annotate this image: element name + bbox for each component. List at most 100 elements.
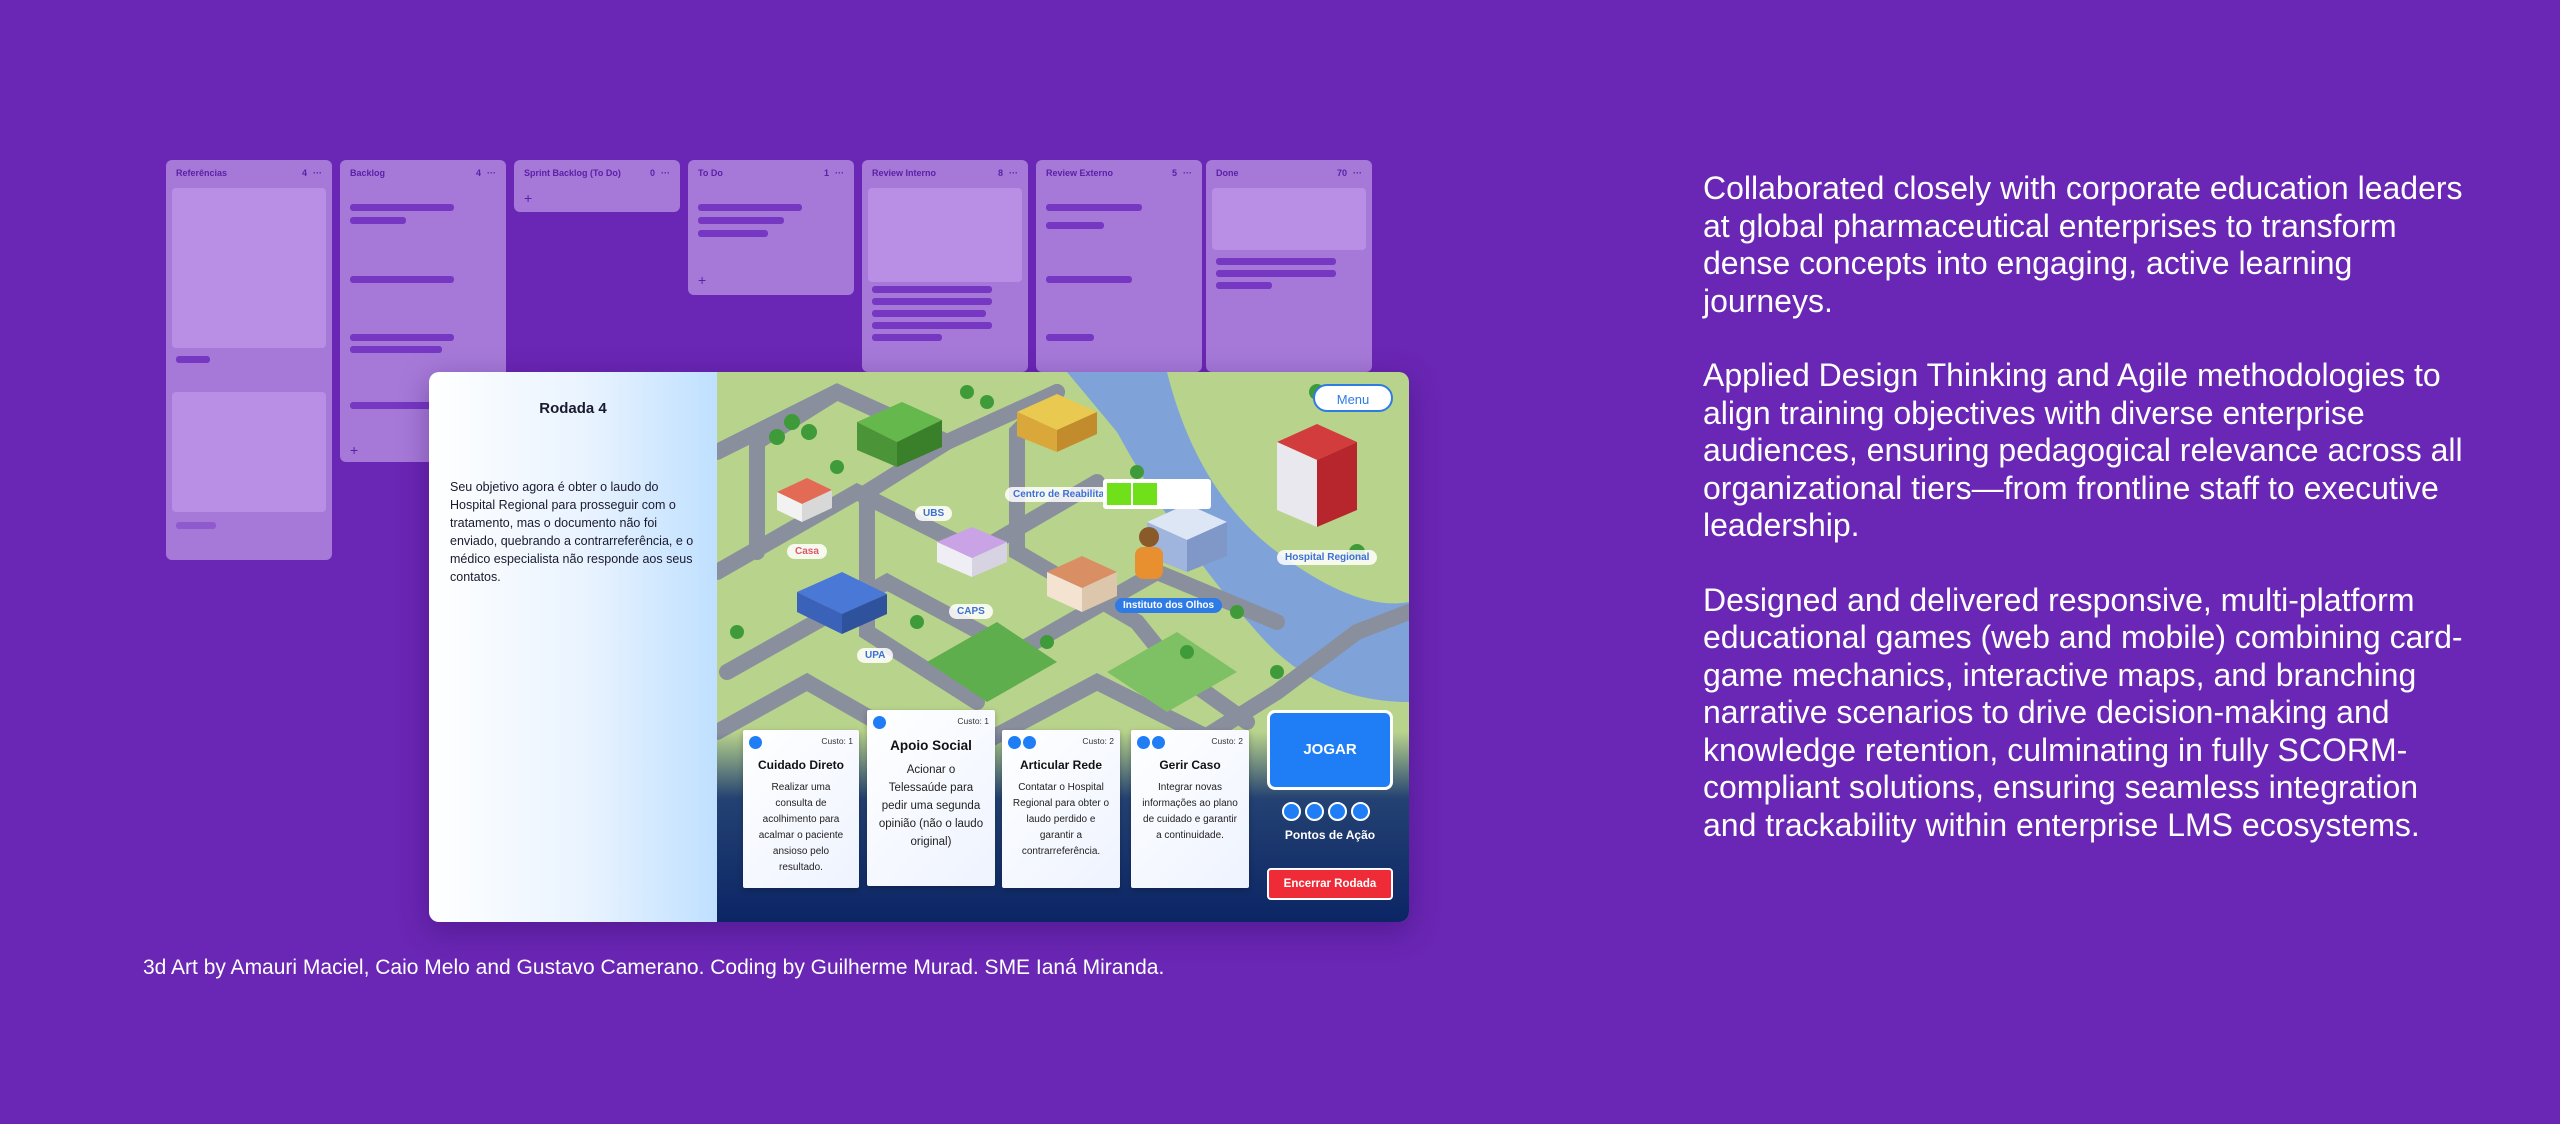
action-card-apoio-social[interactable]: Custo: 1 Apoio Social Acionar o Telessaú… — [867, 710, 995, 886]
kanban-column-review-interno: Review Interno 8··· — [862, 160, 1028, 372]
kanban-bar — [350, 402, 454, 409]
kanban-bar — [872, 298, 992, 305]
kanban-bar — [872, 310, 986, 317]
action-point-icon — [1282, 802, 1301, 821]
column-count: 4 — [475, 168, 481, 178]
kanban-column-todo: To Do 1 ··· + — [688, 160, 854, 295]
more-icon[interactable]: ··· — [1353, 168, 1362, 178]
credits-caption: 3d Art by Amauri Maciel, Caio Melo and G… — [143, 956, 1165, 979]
cost-dot-icon — [1152, 736, 1165, 749]
map-label-hospital-regional[interactable]: Hospital Regional — [1277, 550, 1378, 565]
kanban-bar — [698, 217, 784, 224]
map-label-casa[interactable]: Casa — [787, 544, 827, 559]
column-count: 0 — [649, 168, 655, 178]
cost-dot-icon — [1137, 736, 1150, 749]
column-header: Review Externo 5 ··· — [1036, 160, 1202, 186]
more-icon[interactable]: ··· — [313, 168, 322, 178]
add-card-icon[interactable]: + — [698, 272, 707, 288]
column-header: To Do 1 ··· — [688, 160, 854, 186]
card-description: Realizar uma consulta de acolhimento par… — [758, 782, 844, 873]
kanban-bar — [872, 286, 992, 293]
city-map[interactable]: Centro de Reabilita Menu UBS Casa CAPS U… — [717, 372, 1409, 922]
play-button[interactable]: JOGAR — [1267, 710, 1393, 790]
project-description: Collaborated closely with corporate educ… — [1703, 170, 2463, 881]
column-title: To Do — [698, 168, 723, 178]
action-points-label: Pontos de Ação — [1284, 828, 1376, 842]
kanban-card[interactable] — [172, 188, 326, 348]
end-round-button[interactable]: Encerrar Rodada — [1267, 868, 1393, 900]
more-icon[interactable]: ··· — [835, 168, 844, 178]
map-label-upa[interactable]: UPA — [857, 648, 894, 663]
action-card-articular-rede[interactable]: Custo: 2 Articular Rede Contatar o Hospi… — [1002, 730, 1120, 888]
kanban-bar — [1046, 334, 1094, 341]
kanban-card[interactable] — [172, 392, 326, 512]
map-label-caps[interactable]: CAPS — [949, 604, 993, 619]
action-point-icon — [1305, 802, 1324, 821]
action-point-icon — [1328, 802, 1347, 821]
column-count: 5 — [1171, 168, 1177, 178]
kanban-card[interactable] — [1212, 188, 1366, 250]
kanban-bar — [176, 356, 210, 363]
column-count: 8 — [997, 168, 1003, 178]
column-title: Sprint Backlog (To Do) — [524, 168, 621, 178]
cost-dots — [1008, 736, 1036, 749]
kanban-column-review-externo: Review Externo 5 ··· — [1036, 160, 1202, 372]
kanban-bar — [872, 322, 992, 329]
kanban-bar — [1216, 282, 1272, 289]
card-title: Gerir Caso — [1159, 758, 1221, 772]
column-title: Review Externo — [1046, 168, 1114, 178]
kanban-column-sprint-backlog: Sprint Backlog (To Do) 0 ··· + — [514, 160, 680, 212]
description-paragraph: Collaborated closely with corporate educ… — [1703, 170, 2463, 319]
column-count: 1 — [823, 168, 829, 178]
map-label-instituto-olhos[interactable]: Instituto dos Olhos — [1115, 598, 1223, 613]
more-icon[interactable]: ··· — [1009, 168, 1018, 178]
card-cost: Custo: 1 — [821, 736, 853, 746]
kanban-bar — [1046, 204, 1142, 211]
card-cost: Custo: 1 — [957, 716, 989, 726]
column-title: Referências — [176, 168, 228, 178]
add-card-icon[interactable]: + — [350, 442, 359, 458]
progress-segment — [1107, 483, 1131, 505]
map-label-centro-reabilitacao[interactable]: Centro de Reabilita — [1005, 487, 1113, 502]
card-description: Acionar o Telessaúde para pedir uma segu… — [878, 764, 984, 848]
kanban-column-referencias: Referências 4 ··· — [166, 160, 332, 560]
menu-button[interactable]: Menu — [1313, 384, 1393, 412]
kanban-bar — [698, 204, 802, 211]
progress-segment — [1133, 483, 1157, 505]
kanban-bar — [350, 204, 454, 211]
task-progress — [1103, 479, 1211, 509]
kanban-bar — [350, 334, 454, 341]
cost-dot-icon — [1023, 736, 1036, 749]
action-card-gerir-caso[interactable]: Custo: 2 Gerir Caso Integrar novas infor… — [1131, 730, 1249, 888]
action-points-indicator — [1282, 802, 1370, 821]
kanban-column-done: Done 70 ··· — [1206, 160, 1372, 372]
column-title: Backlog — [350, 168, 386, 178]
game-screen: Rodada 4 Seu objetivo agora é obter o la… — [429, 372, 1409, 922]
cost-dots — [749, 736, 762, 749]
action-card-cuidado-direto[interactable]: Custo: 1 Cuidado Direto Realizar uma con… — [743, 730, 859, 888]
column-title: Done — [1216, 168, 1239, 178]
more-icon[interactable]: ··· — [487, 168, 496, 178]
card-cost: Custo: 2 — [1211, 736, 1243, 746]
objective-panel: Rodada 4 Seu objetivo agora é obter o la… — [429, 372, 717, 922]
kanban-bar — [350, 346, 442, 353]
more-icon[interactable]: ··· — [661, 168, 670, 178]
kanban-bar — [350, 217, 406, 224]
column-header: Review Interno 8··· — [862, 160, 1028, 186]
description-paragraph: Designed and delivered responsive, multi… — [1703, 581, 2463, 843]
map-label-ubs[interactable]: UBS — [915, 506, 953, 521]
kanban-bar — [350, 276, 454, 283]
more-icon[interactable]: ··· — [1183, 168, 1192, 178]
column-header: Referências 4 ··· — [166, 160, 332, 186]
round-title: Rodada 4 — [539, 400, 607, 417]
column-count: 70 — [1336, 168, 1347, 178]
buildings — [777, 394, 1357, 634]
objective-text: Seu objetivo agora é obter o laudo do Ho… — [450, 480, 694, 584]
column-count: 4 — [301, 168, 307, 178]
column-header: Sprint Backlog (To Do) 0 ··· — [514, 160, 680, 186]
kanban-bar — [1046, 222, 1104, 229]
kanban-bar — [1216, 270, 1336, 277]
kanban-card[interactable] — [868, 188, 1022, 282]
add-card-icon[interactable]: + — [524, 190, 533, 206]
cost-dots — [873, 716, 886, 729]
